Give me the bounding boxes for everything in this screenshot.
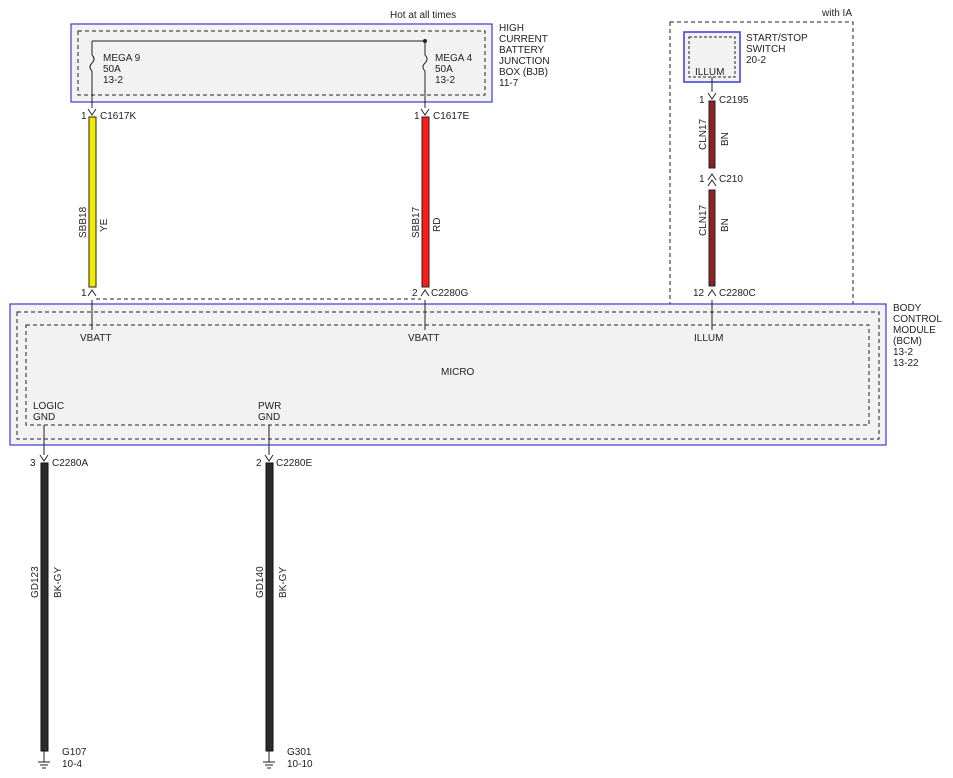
- switch-label-line: SWITCH: [746, 44, 785, 55]
- fuse-icon: [422, 54, 428, 72]
- bcm-label-line: 13-2: [893, 347, 913, 358]
- bcm-label-line: CONTROL: [893, 314, 942, 325]
- c2280g-pin: 2: [412, 288, 418, 299]
- wire-sbb17[interactable]: [421, 116, 430, 288]
- c1617k-name: C1617K: [100, 111, 136, 122]
- wire-gd140[interactable]: [265, 462, 274, 752]
- bcm-label-line: BODY: [893, 303, 922, 314]
- c1617k-pin: 1: [81, 111, 87, 122]
- connector-chevron-icon: [707, 179, 717, 187]
- wire-cln17-lower[interactable]: [708, 189, 716, 287]
- c210-name: C210: [719, 174, 743, 185]
- bcm-label-line: MODULE: [893, 325, 936, 336]
- mega9-ref: 13-2: [103, 75, 123, 86]
- bcm-inner-boundary: [16, 311, 880, 440]
- wire-gd140-color: BK-GY: [278, 567, 289, 598]
- c2280e-name: C2280E: [276, 458, 312, 469]
- c210-pin: 1: [699, 174, 705, 185]
- c2280g-name: C2280G: [431, 288, 468, 299]
- fuse-icon: [89, 54, 95, 72]
- ground-g301: G301 10-10: [263, 747, 313, 770]
- wire-gd140-circuit: GD140: [255, 566, 266, 598]
- wire-cln17-circuit: CLN17: [698, 204, 709, 236]
- wire-gd123[interactable]: [40, 462, 49, 752]
- mega4-name: MEGA 4: [435, 53, 473, 64]
- c1617e-name: C1617E: [433, 111, 469, 122]
- wire-sbb18[interactable]: [88, 116, 97, 288]
- connector-chevron-icon: [707, 289, 717, 297]
- connector-chevron-icon: [87, 289, 97, 297]
- bjb-label-line: BOX (BJB): [499, 67, 548, 78]
- bcm-pwr-gnd-pin: GND: [258, 412, 280, 423]
- connector-chevron-icon: [264, 454, 274, 462]
- c2280a-pin: 3: [30, 458, 36, 469]
- c1617e-pin: 1: [414, 111, 420, 122]
- connector-chevron-icon: [39, 454, 49, 462]
- hot-at-all-times-label: Hot at all times: [390, 10, 456, 21]
- mega9-rating: 50A: [103, 64, 121, 75]
- mega9-name: MEGA 9: [103, 53, 141, 64]
- bcm-label-line: 13-22: [893, 358, 919, 369]
- c2280c-pin: 12: [693, 288, 705, 299]
- connector-chevron-icon: [420, 289, 430, 297]
- ground-g107-name: G107: [62, 747, 87, 758]
- connector-chevron-icon: [707, 173, 717, 181]
- bjb-label-line: 11-7: [499, 78, 519, 89]
- connector-symbols: [39, 92, 717, 462]
- bjb-label-line: BATTERY: [499, 45, 545, 56]
- c2280e-pin: 2: [256, 458, 262, 469]
- connector-chevron-icon: [87, 108, 97, 116]
- mega4-ref: 13-2: [435, 75, 455, 86]
- bjb-outline: [70, 23, 493, 103]
- wire-cln17-color: BN: [720, 218, 731, 232]
- bcm-label-line: (BCM): [893, 336, 922, 347]
- micro-boundary: [25, 324, 870, 426]
- bcm-illum-pin: ILLUM: [694, 333, 723, 344]
- start-stop-switch: ILLUM START/STOP SWITCH 20-2: [683, 31, 808, 92]
- mega4-rating: 50A: [435, 64, 453, 75]
- switch-label-line: 20-2: [746, 55, 766, 66]
- wire-cln17-circuit: CLN17: [698, 118, 709, 150]
- wire-sbb18-circuit: SBB18: [78, 206, 89, 238]
- with-ia-label: with IA: [821, 8, 852, 19]
- bcm-module: MICRO VBATT VBATT ILLUM LOGIC GND PWR GN…: [9, 300, 942, 455]
- ground-g107-ref: 10-4: [62, 759, 82, 770]
- wire-cln17-color: BN: [720, 132, 731, 146]
- wire-cln17-upper[interactable]: [708, 100, 716, 169]
- c2280a-name: C2280A: [52, 458, 88, 469]
- c2280k-pin: 1: [81, 288, 87, 299]
- bcm-logic-gnd-pin: LOGIC: [33, 401, 64, 412]
- wire-sbb17-color: RD: [432, 218, 443, 232]
- ground-g301-name: G301: [287, 747, 312, 758]
- wire-gd123-color: BK-GY: [53, 567, 64, 598]
- bcm-vbatt-pin: VBATT: [80, 333, 111, 344]
- ground-g107: G107 10-4: [38, 747, 87, 770]
- c2195-pin: 1: [699, 95, 705, 106]
- wire-sbb17-circuit: SBB17: [411, 206, 422, 238]
- bjb-inner-boundary: [77, 30, 486, 96]
- wire-sbb18-color: YE: [99, 218, 110, 232]
- switch-outline: [683, 31, 741, 83]
- bcm-outline: [9, 303, 887, 446]
- bcm-vbatt-pin: VBATT: [408, 333, 439, 344]
- bjb-label-line: JUNCTION: [499, 56, 550, 67]
- switch-label-line: START/STOP: [746, 33, 808, 44]
- c2280c-name: C2280C: [719, 288, 756, 299]
- connector-chevron-icon: [707, 92, 717, 100]
- wire-gd123-circuit: GD123: [30, 566, 41, 598]
- switch-inner-boundary: [688, 36, 736, 78]
- bjb-label-line: CURRENT: [499, 34, 548, 45]
- bjb-module: MEGA 9 50A 13-2 MEGA 4 50A 13-2 HIGH CUR…: [70, 23, 550, 108]
- switch-illum-pin: ILLUM: [695, 67, 724, 78]
- bcm-pwr-gnd-pin: PWR: [258, 401, 281, 412]
- bcm-logic-gnd-pin: GND: [33, 412, 55, 423]
- ground-g301-ref: 10-10: [287, 759, 313, 770]
- connector-chevron-icon: [420, 108, 430, 116]
- micro-label: MICRO: [441, 367, 475, 378]
- c2195-name: C2195: [719, 95, 749, 106]
- bjb-label-line: HIGH: [499, 23, 524, 34]
